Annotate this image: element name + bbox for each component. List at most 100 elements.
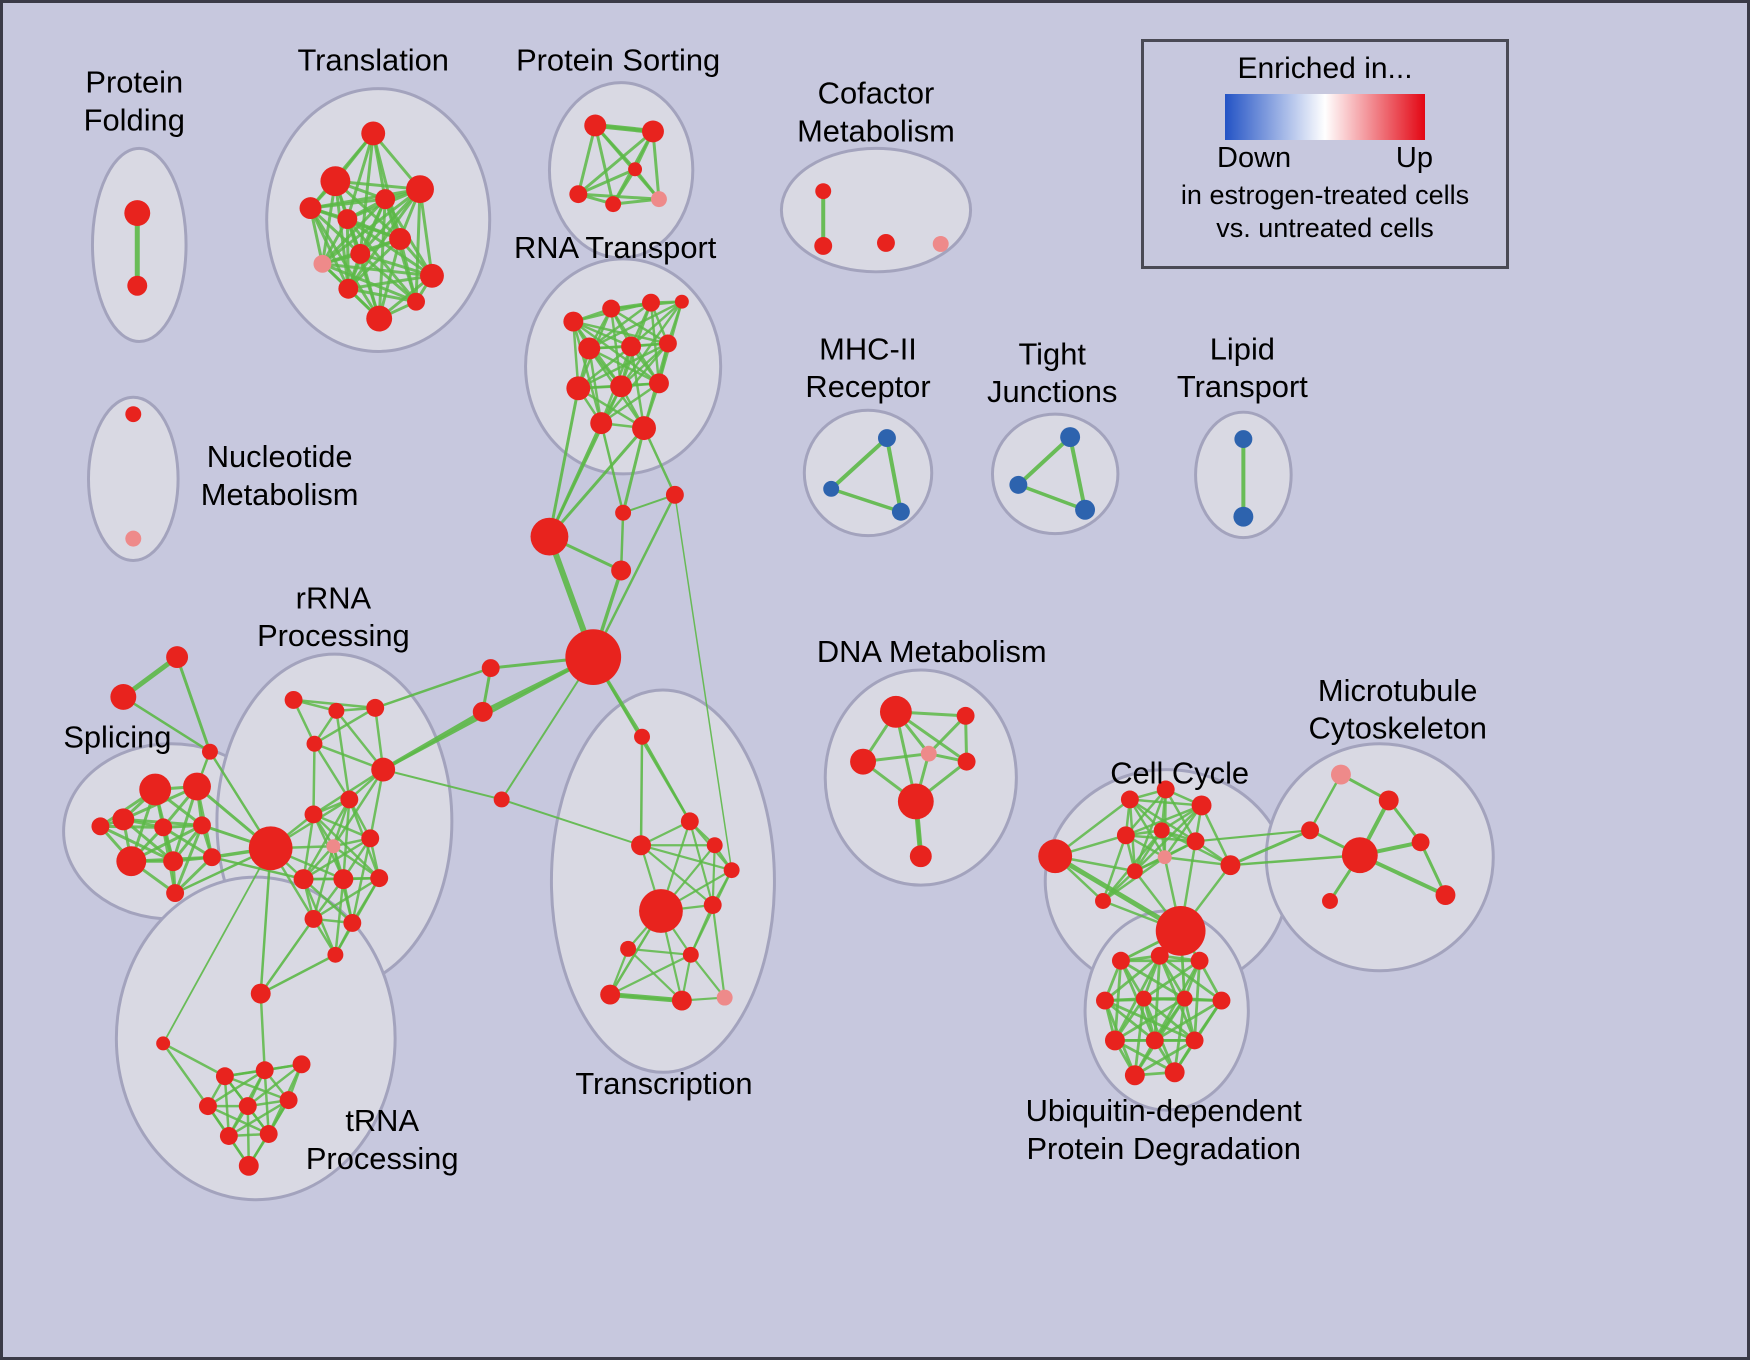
network-node-pf2 xyxy=(127,275,148,296)
network-edge xyxy=(1101,834,1128,903)
cluster-label-mhc-ii-receptor: MHC-II xyxy=(819,331,917,366)
network-edge xyxy=(621,426,646,515)
network-edge xyxy=(312,845,335,921)
cluster-ellipse-mhc-ii-receptor xyxy=(802,408,934,538)
network-edge xyxy=(592,493,677,659)
network-edge xyxy=(642,426,677,497)
network-node-rr3 xyxy=(366,698,385,717)
cluster-label-nucleotide-metabolism: Metabolism xyxy=(201,477,359,512)
network-node-tc6 xyxy=(703,896,722,914)
network-node-pf1 xyxy=(124,200,151,227)
network-node-tl1 xyxy=(320,166,351,197)
network-edge xyxy=(711,844,716,907)
network-edge xyxy=(259,847,272,995)
network-node-tn10 xyxy=(238,1155,259,1176)
network-node-mh2 xyxy=(823,480,840,497)
network-node-tn1 xyxy=(250,983,271,1004)
network-node-tl12 xyxy=(366,305,393,332)
network-node-cn2 xyxy=(472,701,493,722)
network-node-cc6 xyxy=(1153,822,1170,839)
network-node-cc7 xyxy=(1186,832,1205,851)
network-node-hubA xyxy=(530,517,569,556)
network-node-rr1 xyxy=(284,690,303,709)
network-node-rr15 xyxy=(343,913,362,932)
network-edge xyxy=(639,844,714,907)
network-edge xyxy=(373,666,492,710)
network-node-tl6 xyxy=(337,209,358,229)
network-node-ps4 xyxy=(605,196,622,213)
network-node-rr6 xyxy=(248,826,293,871)
network-edge xyxy=(161,1042,227,1078)
network-edge xyxy=(500,656,595,801)
network-edge xyxy=(302,837,372,881)
network-edge xyxy=(572,320,633,348)
network-node-hubC xyxy=(665,485,684,504)
cluster-label-translation: Translation xyxy=(297,43,449,78)
network-node-tc1 xyxy=(634,728,650,745)
network-node-rr10 xyxy=(361,829,380,848)
network-node-dn3 xyxy=(850,748,876,775)
network-node-tn3 xyxy=(255,1061,274,1080)
network-node-tn5 xyxy=(198,1097,217,1116)
network-node-spt3 xyxy=(201,743,218,760)
network-node-dn1 xyxy=(879,695,912,728)
network-node-sp9 xyxy=(166,884,185,903)
network-edge xyxy=(651,129,661,201)
network-node-rt6 xyxy=(621,336,642,357)
network-edge xyxy=(227,1098,290,1138)
cluster-label-protein-folding: Folding xyxy=(84,102,185,137)
cluster-label-splicing: Splicing xyxy=(63,720,171,755)
network-node-cf3 xyxy=(876,233,895,252)
network-node-ps5 xyxy=(650,191,667,208)
network-edge xyxy=(246,1063,303,1108)
network-node-ub7 xyxy=(1212,991,1231,1010)
network-node-bigHub xyxy=(565,629,622,685)
network-edge xyxy=(588,347,603,425)
cluster-label-rna-transport: RNA Transport xyxy=(514,230,717,265)
network-edge xyxy=(639,844,733,872)
network-node-tl4 xyxy=(406,175,434,204)
cluster-ellipse-microtubule-cytoskeleton xyxy=(1264,742,1495,973)
network-node-tc11 xyxy=(716,989,733,1006)
network-node-tn0 xyxy=(156,1036,171,1051)
network-node-cc8 xyxy=(1157,850,1172,865)
network-node-ub6 xyxy=(1176,990,1193,1007)
network-node-dn5 xyxy=(957,752,976,771)
cluster-label-protein-sorting: Protein Sorting xyxy=(516,43,720,78)
cluster-label-lipid-transport: Lipid xyxy=(1210,331,1275,366)
network-node-tc12 xyxy=(723,862,740,879)
network-edge xyxy=(345,217,350,291)
network-edge xyxy=(599,382,661,425)
network-node-cf1 xyxy=(815,183,832,200)
network-node-ps6 xyxy=(628,162,643,177)
network-edge xyxy=(572,320,603,425)
cluster-label-cofactor-metabolism: Metabolism xyxy=(797,113,955,148)
network-edge xyxy=(351,837,372,925)
network-edge xyxy=(122,695,212,753)
network-edge xyxy=(259,917,315,995)
network-node-ub12 xyxy=(1164,1062,1185,1083)
network-edge xyxy=(335,709,385,771)
network-node-tn9 xyxy=(259,1125,278,1143)
network-edge xyxy=(162,847,272,1045)
legend-note-line1: in estrogen-treated cells xyxy=(1180,180,1470,210)
network-node-cf2 xyxy=(814,236,833,255)
network-node-dn6 xyxy=(897,783,934,820)
network-edge xyxy=(588,301,653,350)
network-node-mt6 xyxy=(1435,885,1456,906)
cluster-ellipse-nucleotide-metabolism xyxy=(86,395,180,563)
network-edge xyxy=(609,953,692,996)
network-node-sp7 xyxy=(163,851,184,872)
network-edge xyxy=(1124,804,1203,837)
network-node-tn2 xyxy=(215,1067,234,1086)
network-edge xyxy=(345,131,375,221)
network-node-cn3 xyxy=(493,791,510,808)
network-node-rr16 xyxy=(327,946,344,963)
network-node-tl8 xyxy=(420,263,444,288)
network-node-tl7 xyxy=(389,228,412,250)
network-node-mt1 xyxy=(1330,764,1351,785)
cluster-label-ubiquitin-degradation: Protein Degradation xyxy=(1026,1131,1300,1166)
network-edge xyxy=(309,206,381,321)
cluster-label-microtubule-cytoskeleton: Microtubule xyxy=(1318,673,1478,708)
